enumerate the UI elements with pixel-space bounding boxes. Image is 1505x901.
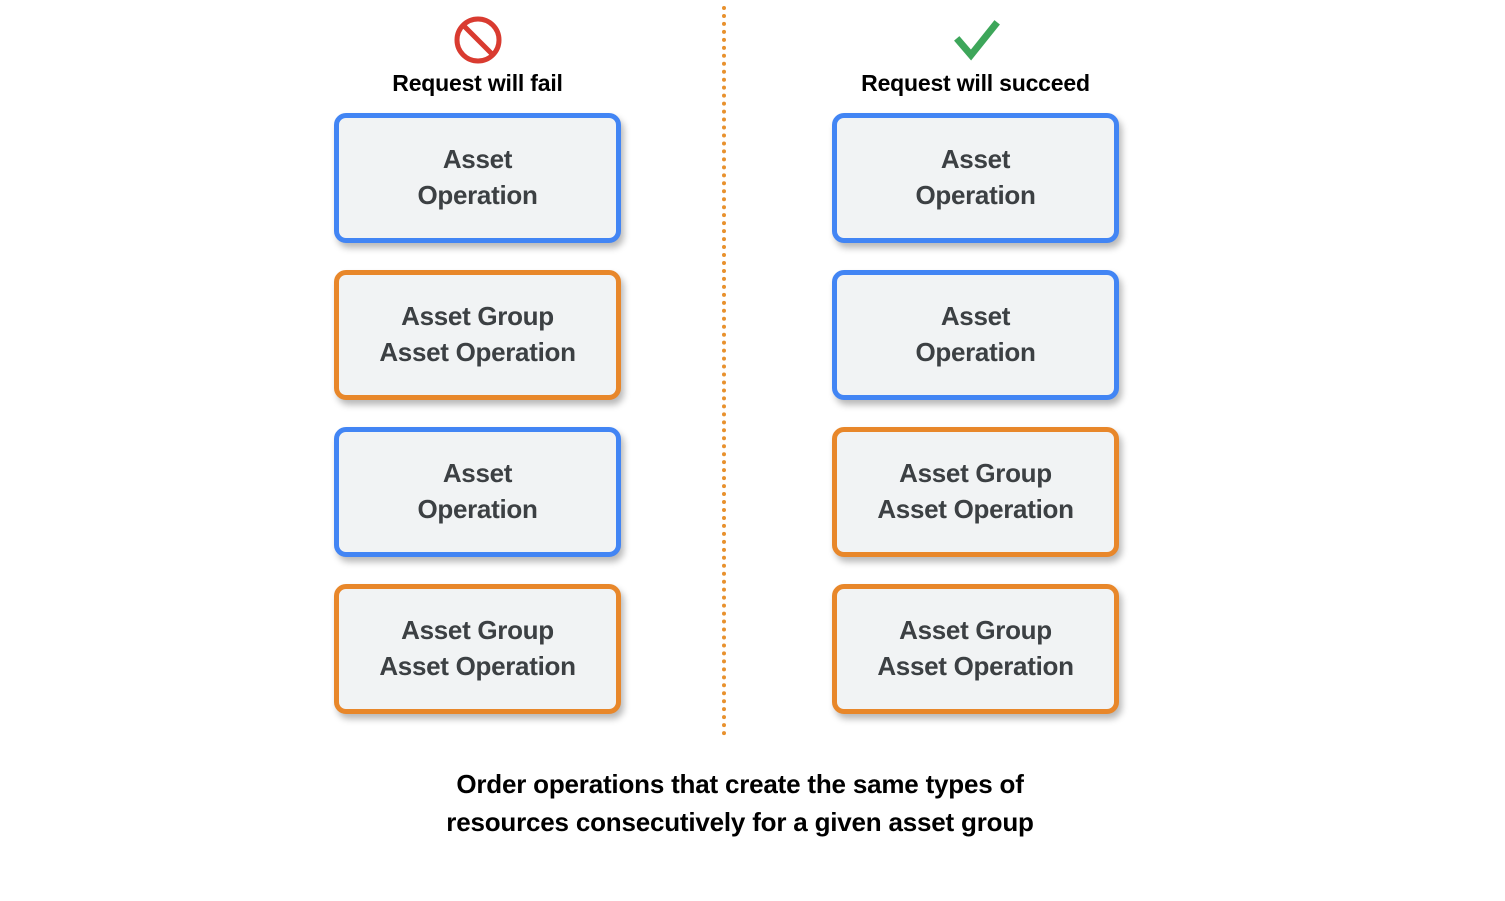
- operation-box-asset-operation: Asset Operation: [334, 113, 621, 243]
- operation-box-asset-group-asset-operation: Asset Group Asset Operation: [832, 427, 1119, 557]
- operation-box-asset-operation: Asset Operation: [832, 113, 1119, 243]
- operation-box-asset-operation: Asset Operation: [334, 427, 621, 557]
- operation-box-label: Asset Operation: [915, 144, 1036, 210]
- column-header-fail: Request will fail: [334, 14, 621, 97]
- operation-box-asset-group-asset-operation: Asset Group Asset Operation: [334, 584, 621, 714]
- operation-box-asset-group-asset-operation: Asset Group Asset Operation: [832, 584, 1119, 714]
- operation-box-asset-group-asset-operation: Asset Group Asset Operation: [334, 270, 621, 400]
- operation-box-label: Asset Group Asset Operation: [877, 615, 1074, 681]
- operation-sequence-succeed: Asset Operation Asset Operation Asset Gr…: [832, 113, 1119, 741]
- operation-box-label: Asset Operation: [915, 301, 1036, 367]
- operation-box-label: Asset Operation: [417, 144, 538, 210]
- operation-box-label: Asset Operation: [417, 458, 538, 524]
- operation-box-asset-operation: Asset Operation: [832, 270, 1119, 400]
- diagram-caption: Order operations that create the same ty…: [446, 769, 1034, 837]
- column-header-succeed: Request will succeed: [832, 14, 1119, 97]
- prohibition-icon: [454, 16, 501, 64]
- column-divider: [722, 6, 726, 736]
- operation-box-label: Asset Group Asset Operation: [379, 301, 576, 367]
- column-header-label: Request will succeed: [861, 70, 1090, 96]
- column-header-label: Request will fail: [392, 70, 563, 96]
- operation-box-label: Asset Group Asset Operation: [877, 458, 1074, 524]
- operation-sequence-fail: Asset Operation Asset Group Asset Operat…: [334, 113, 621, 741]
- operation-box-label: Asset Group Asset Operation: [379, 615, 576, 681]
- checkmark-icon: [953, 20, 1000, 61]
